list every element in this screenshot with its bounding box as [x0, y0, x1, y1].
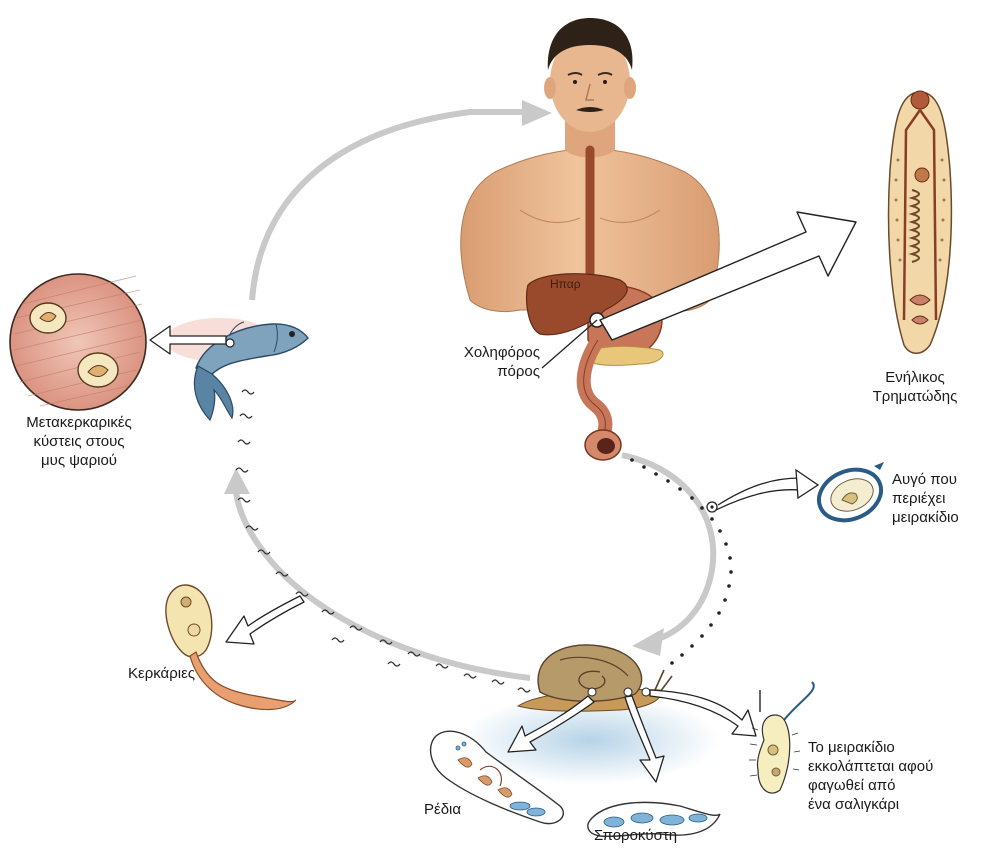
miracidium-icon — [749, 682, 814, 793]
liver-label: Ηπαρ — [550, 277, 581, 291]
egg-icon — [716, 461, 889, 529]
arrow-snail-to-fish — [236, 490, 530, 678]
metacercariae-label: Μετακερκαρικές κύστεις στους μυς ψαριού — [4, 413, 154, 470]
fish-icon — [165, 318, 308, 420]
cyst-muscle-icon — [10, 274, 146, 410]
sporocyst-label: Σποροκύστη — [594, 826, 677, 845]
adult-fluke-icon — [889, 91, 952, 353]
cercariae-trail — [236, 390, 530, 692]
redia-label: Ρέδια — [424, 800, 461, 819]
egg-trail — [630, 458, 733, 665]
human-figure — [461, 18, 719, 460]
miracidium-label: Το μειρακίδιο εκκολάπτεται αφού φαγωθεί … — [808, 738, 978, 814]
adult-fluke-label: Ενήλικος Τρηματώδης — [852, 368, 978, 406]
cercaria-icon — [166, 585, 304, 710]
bile-duct-label: Χοληφόρος πόρος — [428, 343, 540, 381]
cercariae-label: Κερκάριες — [128, 664, 195, 683]
egg-label: Αυγό που περιέχει μειρακίδιο — [892, 470, 980, 527]
